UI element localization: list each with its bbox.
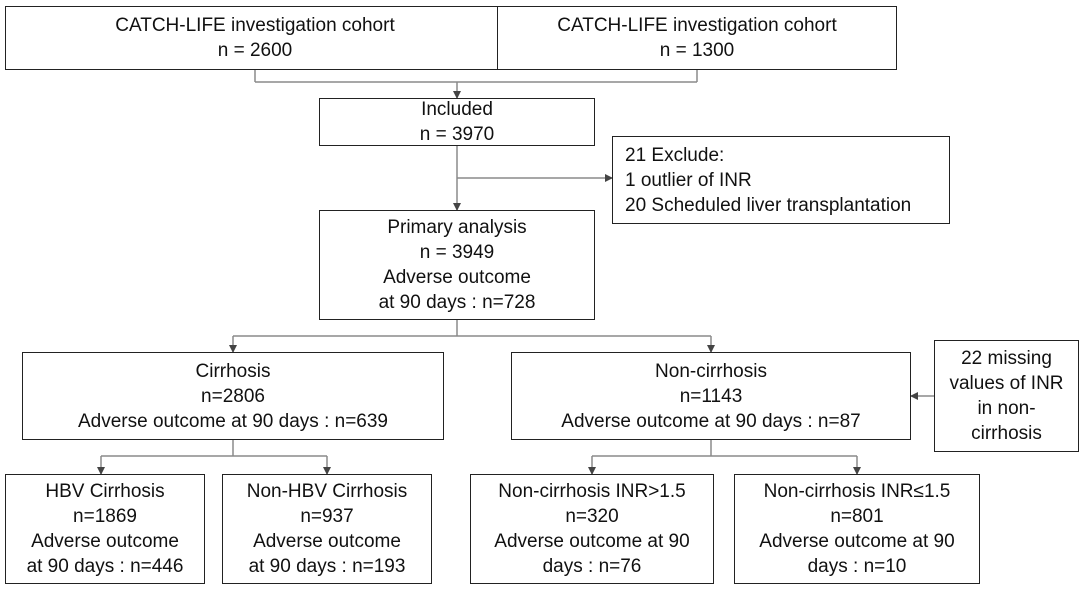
missing-inr-line2: values of INR bbox=[949, 373, 1064, 394]
inr-low-title: Non-cirrhosis INR≤1.5 bbox=[763, 481, 951, 502]
primary-analysis-outcome-label: Adverse outcome bbox=[383, 267, 531, 288]
cohort-1300-title: CATCH-LIFE investigation cohort bbox=[557, 15, 837, 36]
inr-low-count: n=801 bbox=[830, 506, 884, 527]
cirrhosis-count: n=2806 bbox=[201, 385, 265, 407]
missing-inr-line1: 22 missing bbox=[961, 348, 1052, 369]
included-count: n = 3970 bbox=[419, 124, 495, 145]
cirrhosis-title: Cirrhosis bbox=[195, 360, 271, 382]
inr-high-count: n=320 bbox=[565, 506, 619, 527]
non-cirrhosis-outcome: Adverse outcome at 90 days : n=87 bbox=[561, 410, 861, 432]
inr-high-outcome-label: Adverse outcome at 90 bbox=[494, 531, 690, 552]
non-cirrhosis-title: Non-cirrhosis bbox=[655, 360, 767, 382]
inr-low-outcome-count: days : n=10 bbox=[807, 556, 907, 577]
cohort-2600-count: n = 2600 bbox=[217, 40, 293, 61]
cirrhosis-box: Cirrhosis n=2806 Adverse outcome at 90 d… bbox=[22, 352, 444, 440]
non-cirrhosis-inr-low-box: Non-cirrhosis INR≤1.5 n=801 Adverse outc… bbox=[734, 474, 980, 584]
exclusion-liver-transplant: 20 Scheduled liver transplantation bbox=[625, 194, 912, 216]
hbv-cirrhosis-outcome-label: Adverse outcome bbox=[31, 531, 179, 552]
non-hbv-cirrhosis-count: n=937 bbox=[300, 506, 354, 527]
cohort-2600-box: CATCH-LIFE investigation cohort n = 2600 bbox=[5, 6, 505, 70]
non-cirrhosis-box: Non-cirrhosis n=1143 Adverse outcome at … bbox=[511, 352, 911, 440]
non-hbv-cirrhosis-box: Non-HBV Cirrhosis n=937 Adverse outcome … bbox=[222, 474, 432, 584]
hbv-cirrhosis-box: HBV Cirrhosis n=1869 Adverse outcome at … bbox=[5, 474, 205, 584]
primary-analysis-count: n = 3949 bbox=[419, 242, 495, 263]
non-cirrhosis-inr-high-box: Non-cirrhosis INR>1.5 n=320 Adverse outc… bbox=[470, 474, 714, 584]
exclusion-header: 21 Exclude: bbox=[625, 144, 725, 166]
non-hbv-cirrhosis-outcome-label: Adverse outcome bbox=[253, 531, 401, 552]
missing-inr-line4: cirrhosis bbox=[971, 423, 1042, 444]
exclusion-inr-outlier: 1 outlier of INR bbox=[625, 169, 752, 191]
primary-analysis-title: Primary analysis bbox=[387, 217, 527, 238]
inr-high-outcome-count: days : n=76 bbox=[542, 556, 642, 577]
cohort-1300-box: CATCH-LIFE investigation cohort n = 1300 bbox=[497, 6, 897, 70]
primary-analysis-box: Primary analysis n = 3949 Adverse outcom… bbox=[319, 210, 595, 320]
hbv-cirrhosis-count: n=1869 bbox=[73, 506, 137, 527]
missing-inr-box: 22 missing values of INR in non- cirrhos… bbox=[934, 340, 1079, 452]
non-hbv-cirrhosis-title: Non-HBV Cirrhosis bbox=[246, 481, 408, 502]
inr-low-outcome-label: Adverse outcome at 90 bbox=[759, 531, 955, 552]
hbv-cirrhosis-outcome-count: at 90 days : n=446 bbox=[26, 556, 184, 577]
exclusion-box: 21 Exclude: 1 outlier of INR 20 Schedule… bbox=[612, 136, 950, 224]
included-title: Included bbox=[421, 99, 493, 120]
included-box: Included n = 3970 bbox=[319, 98, 595, 146]
primary-analysis-outcome-count: at 90 days : n=728 bbox=[378, 292, 536, 313]
missing-inr-line3: in non- bbox=[977, 398, 1036, 419]
non-hbv-cirrhosis-outcome-count: at 90 days : n=193 bbox=[248, 556, 406, 577]
cirrhosis-outcome: Adverse outcome at 90 days : n=639 bbox=[77, 410, 388, 432]
non-cirrhosis-count: n=1143 bbox=[679, 385, 743, 407]
cohort-2600-title: CATCH-LIFE investigation cohort bbox=[115, 15, 395, 36]
hbv-cirrhosis-title: HBV Cirrhosis bbox=[45, 481, 165, 502]
inr-high-title: Non-cirrhosis INR>1.5 bbox=[498, 481, 686, 502]
cohort-1300-count: n = 1300 bbox=[659, 40, 735, 61]
